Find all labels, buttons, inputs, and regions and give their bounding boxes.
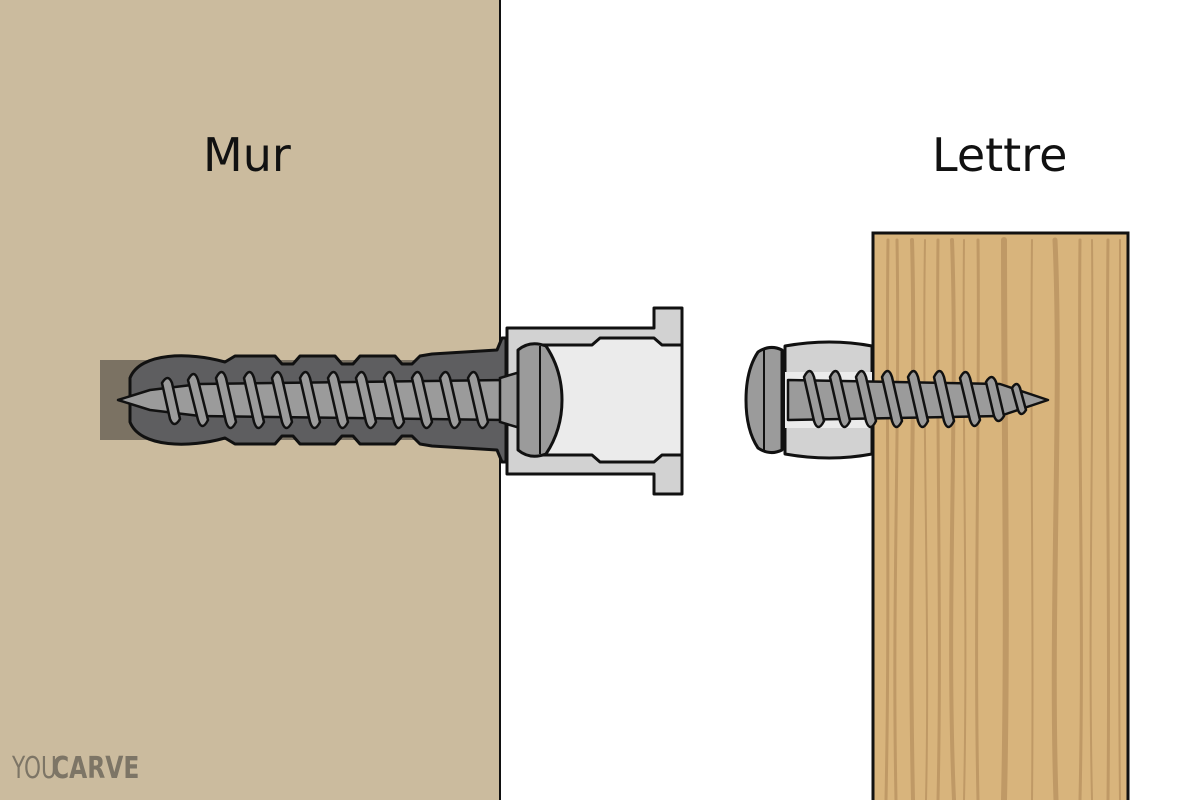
letter-screw: [744, 345, 1050, 455]
brand-logo: YOUCARVE: [12, 754, 164, 784]
letter-label: Lettre: [932, 128, 1068, 182]
wooden-letter: [871, 231, 1130, 800]
brand-bold: CARVE: [52, 751, 140, 786]
wall-screw: [116, 370, 507, 430]
brand-light: YOU: [12, 751, 57, 786]
wall-label: Mur: [203, 128, 291, 182]
sleeve-connector: [498, 306, 684, 496]
